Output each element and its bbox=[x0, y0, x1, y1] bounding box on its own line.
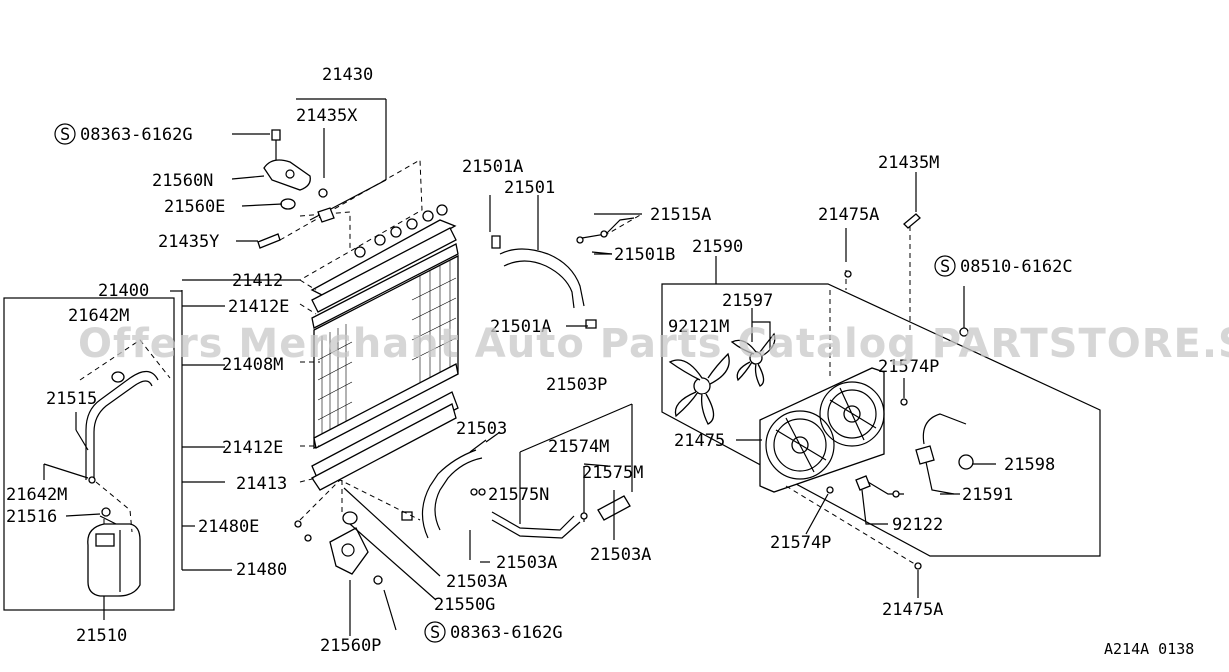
label-08363-6162g-top: 08363-6162G bbox=[80, 125, 193, 145]
screw-symbol-letter: S bbox=[430, 623, 440, 643]
label-21515: 21515 bbox=[46, 389, 97, 409]
reservoir-frame bbox=[3, 297, 175, 611]
label-21412e-top: 21412E bbox=[228, 297, 289, 317]
label-21412e-bottom: 21412E bbox=[222, 438, 283, 458]
label-21475a-top: 21475A bbox=[818, 205, 879, 225]
bolt bbox=[271, 129, 281, 141]
label-21501a-bottom: 21501A bbox=[490, 317, 551, 337]
upper-radiator-hose bbox=[499, 248, 585, 307]
fan-blade-a bbox=[668, 352, 730, 425]
screw-symbol-icon bbox=[424, 621, 446, 643]
watermark-text: Offers Merchant Auto Parts Catalog PARTS… bbox=[78, 321, 1229, 367]
label-21575m: 21575M bbox=[582, 463, 643, 483]
label-21503a-mid: 21503A bbox=[496, 553, 557, 573]
fan-shroud bbox=[759, 367, 885, 493]
label-92122: 92122 bbox=[892, 515, 943, 535]
rubber-mount bbox=[280, 198, 296, 210]
coolant-pipe bbox=[491, 511, 575, 531]
label-21408m: 21408M bbox=[222, 355, 283, 375]
figure-code: A214A 0138 bbox=[1104, 640, 1194, 658]
label-21591: 21591 bbox=[962, 485, 1013, 505]
upper-hose-group bbox=[489, 195, 643, 329]
label-21412: 21412 bbox=[232, 271, 283, 291]
label-21503: 21503 bbox=[456, 419, 507, 439]
label-21435x: 21435X bbox=[296, 106, 358, 126]
label-21590: 21590 bbox=[692, 237, 743, 257]
leader-lines bbox=[43, 133, 960, 620]
label-21503p: 21503P bbox=[546, 375, 607, 395]
label-21501b: 21501B bbox=[614, 245, 675, 265]
label-21475a-bottom: 21475A bbox=[882, 600, 943, 620]
part-labels: 21430 21435X S 08363-6162G 21560N 21560E… bbox=[6, 65, 1194, 658]
label-08510-6162c: 08510-6162C bbox=[960, 257, 1073, 277]
label-21510: 21510 bbox=[76, 626, 127, 646]
label-21598: 21598 bbox=[1004, 455, 1055, 475]
label-21430: 21430 bbox=[322, 65, 373, 85]
label-21400: 21400 bbox=[98, 281, 149, 301]
screw-symbol-letter: S bbox=[940, 257, 950, 277]
label-21642m-top: 21642M bbox=[68, 306, 129, 326]
label-21435m: 21435M bbox=[878, 153, 939, 173]
label-21480e: 21480E bbox=[198, 517, 259, 537]
screw-symbol-letter: S bbox=[60, 125, 70, 145]
label-21574p-bottom: 21574P bbox=[770, 533, 831, 553]
fan-blade-b bbox=[730, 332, 776, 387]
label-08363-6162g-bottom: 08363-6162G bbox=[450, 623, 563, 643]
label-21560p: 21560P bbox=[320, 636, 381, 656]
radiator-core bbox=[299, 204, 459, 491]
label-21516: 21516 bbox=[6, 507, 57, 527]
hose-clamp bbox=[111, 371, 125, 383]
lower-radiator-hose bbox=[434, 457, 483, 531]
label-21480: 21480 bbox=[236, 560, 287, 580]
label-21642m-bottom: 21642M bbox=[6, 485, 67, 505]
fan-motor-harness bbox=[922, 413, 967, 445]
label-21503a-right: 21503A bbox=[590, 545, 651, 565]
label-21475: 21475 bbox=[674, 431, 725, 451]
label-21597: 21597 bbox=[722, 291, 773, 311]
label-21574m: 21574M bbox=[548, 437, 609, 457]
label-21501: 21501 bbox=[504, 178, 555, 198]
assembly-bracket bbox=[170, 279, 300, 571]
fan-shroud-assembly bbox=[661, 172, 1101, 598]
lower-bracket bbox=[329, 527, 369, 575]
label-21503a-low: 21503A bbox=[446, 572, 507, 592]
label-92121m: 92121M bbox=[668, 317, 729, 337]
label-21501a-top: 21501A bbox=[462, 157, 523, 177]
label-21574p-top: 21574P bbox=[878, 357, 939, 377]
label-21560e: 21560E bbox=[164, 197, 225, 217]
radiator-cap-assembly bbox=[257, 98, 423, 281]
screw-symbol-icon bbox=[934, 255, 956, 277]
grommet bbox=[958, 454, 974, 470]
lower-mount bbox=[342, 511, 358, 525]
label-21550g: 21550G bbox=[434, 595, 495, 615]
filler-cap bbox=[317, 207, 335, 223]
label-21515a: 21515A bbox=[650, 205, 711, 225]
pin bbox=[257, 233, 281, 249]
label-21413: 21413 bbox=[236, 474, 287, 494]
fan-assembly-frame bbox=[661, 283, 1101, 557]
screw-symbol-icon bbox=[54, 123, 76, 145]
label-21575n: 21575N bbox=[488, 485, 549, 505]
mounting-bracket bbox=[263, 159, 311, 191]
label-21560n: 21560N bbox=[152, 171, 213, 191]
label-21435y: 21435Y bbox=[158, 232, 219, 252]
reservoir-tank-group bbox=[3, 297, 175, 611]
reservoir-hose bbox=[85, 370, 159, 480]
